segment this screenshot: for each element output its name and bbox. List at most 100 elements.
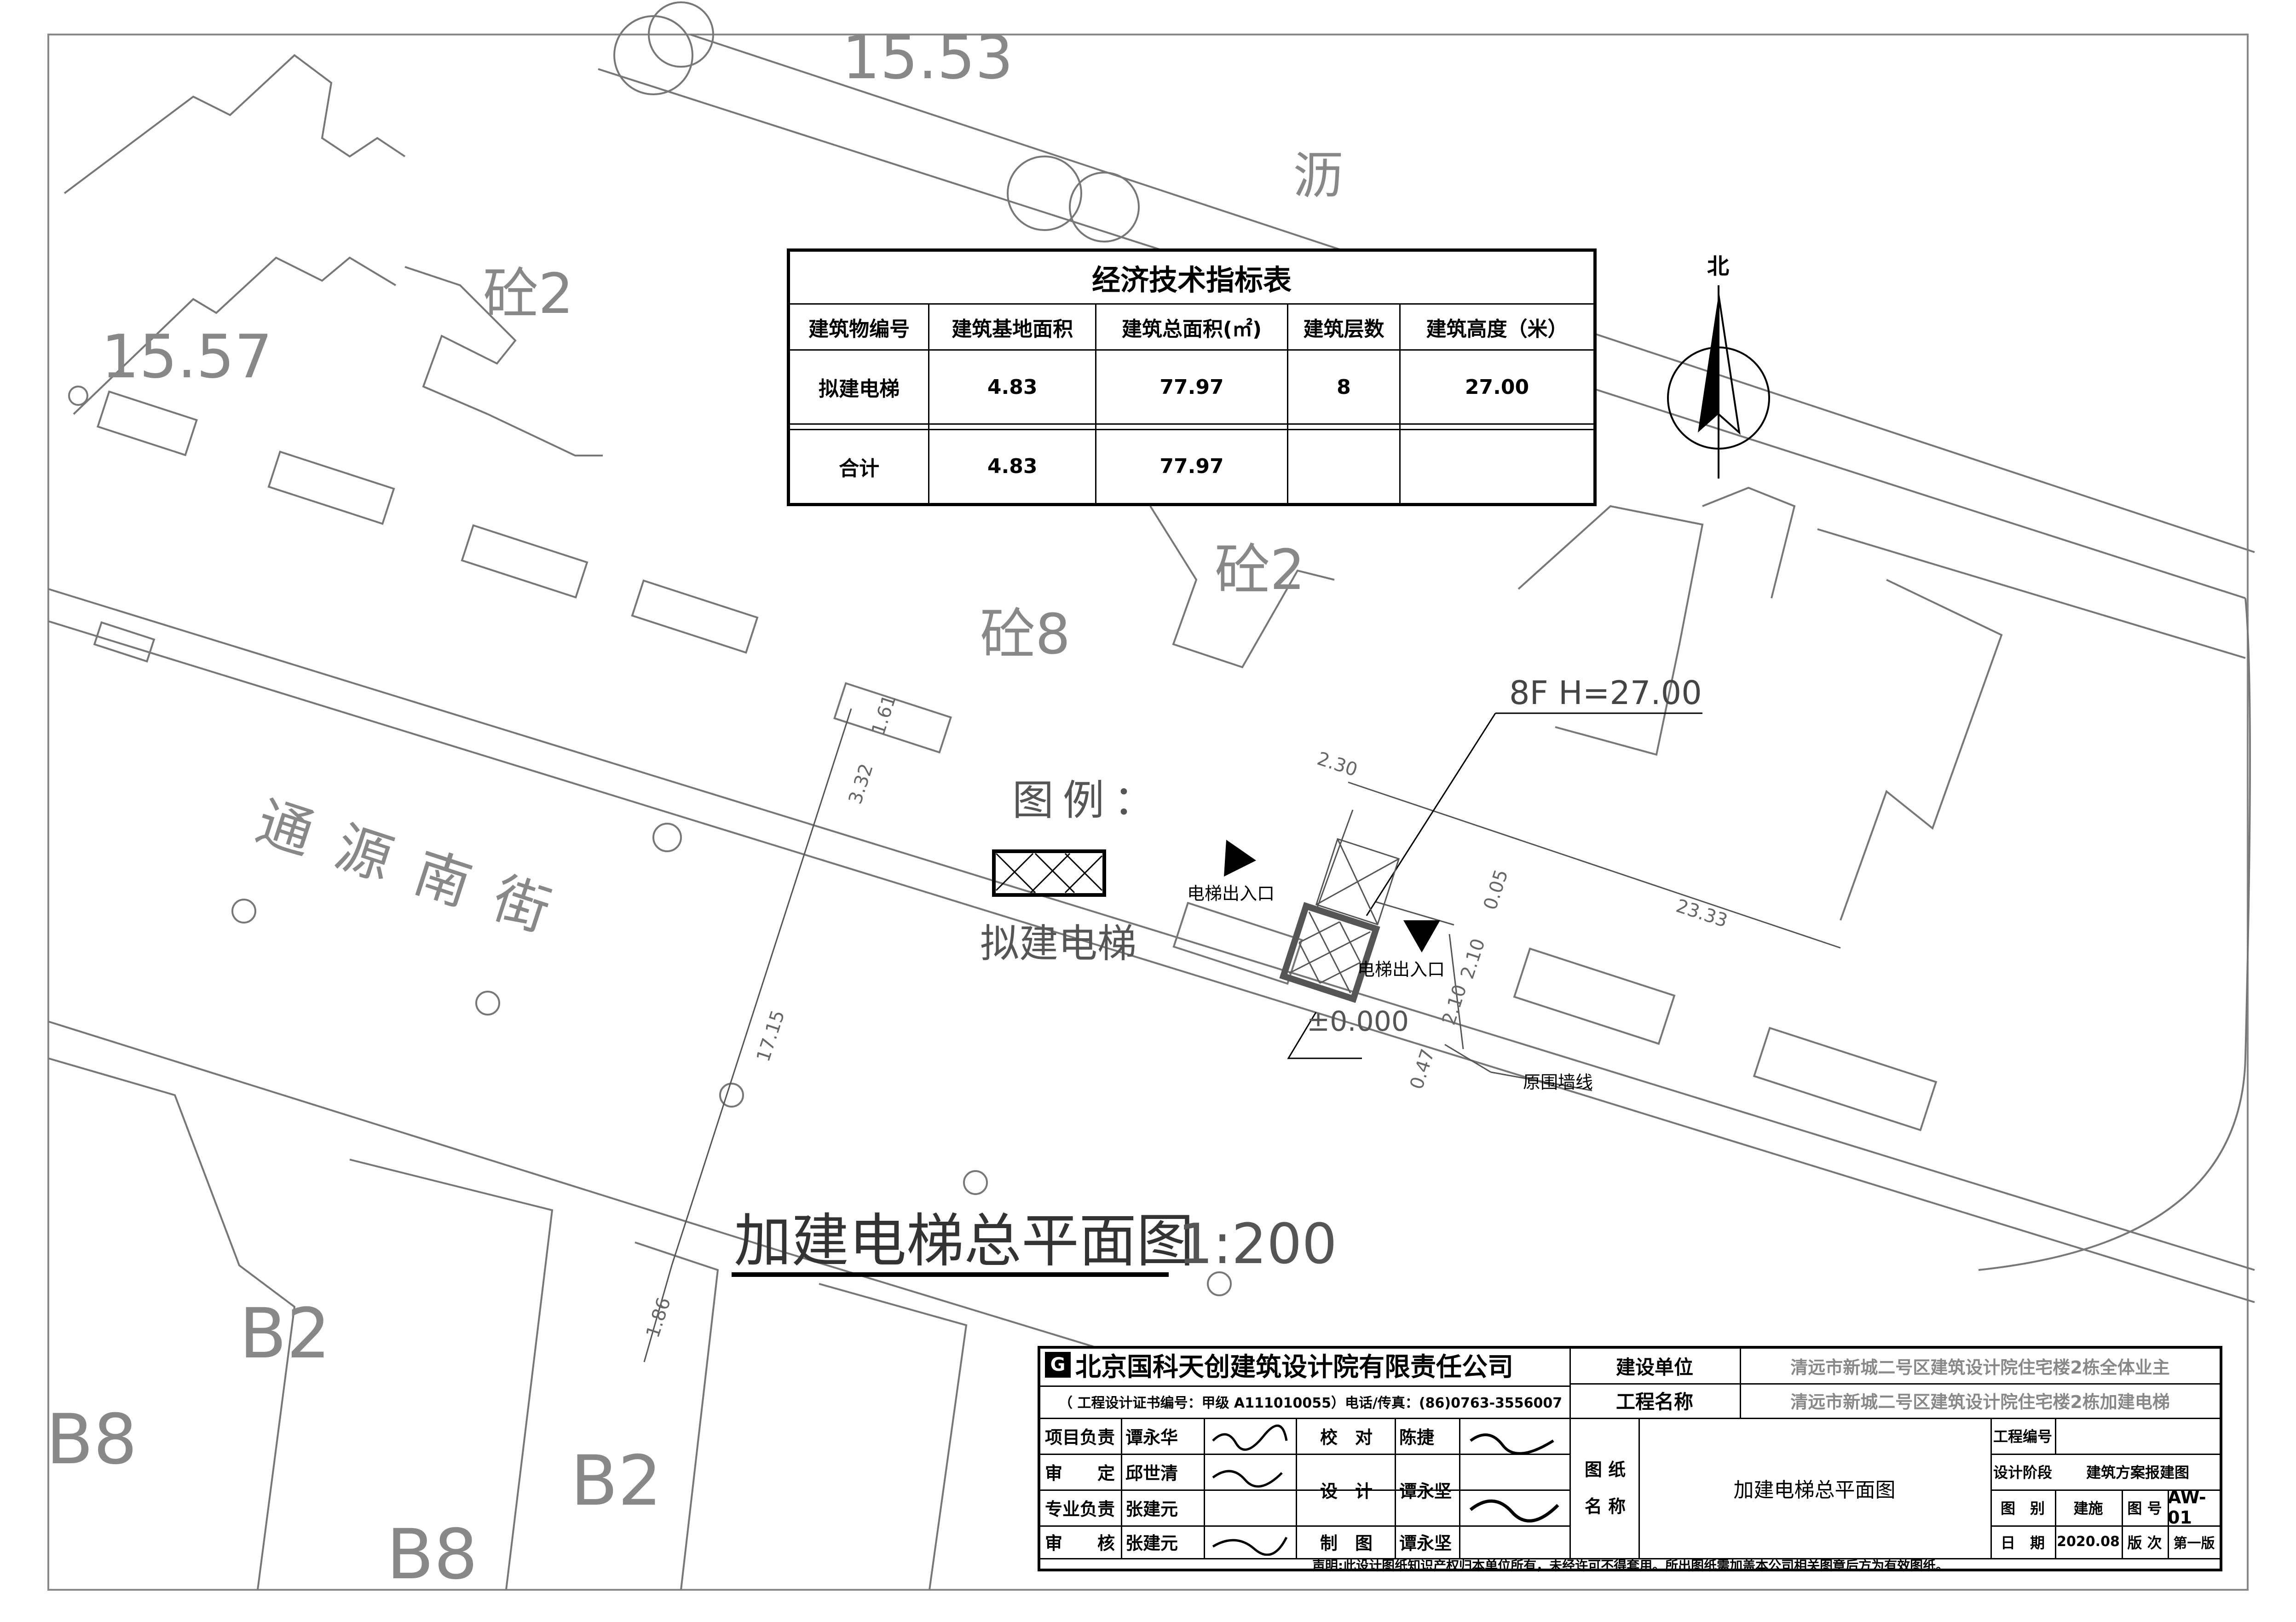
client-value: 清远市新城二号区建筑设计院住宅楼2栋全体业主 (1790, 1357, 2170, 1378)
legend-item-label: 拟建电梯 (980, 921, 1136, 967)
table-cell (928, 423, 1097, 430)
dimension-label: 0.05 (1480, 867, 1512, 912)
building-label: B2 (239, 1294, 330, 1374)
signature-marks (1469, 1433, 1559, 1523)
table-header: 建筑总面积(㎡) (1095, 303, 1288, 351)
table-cell (1095, 423, 1288, 430)
table-header: 建筑物编号 (788, 303, 930, 351)
table-row: 合计 4.83 77.97 (788, 428, 1595, 505)
building-label: 砼8 (980, 603, 1070, 667)
table-cell: 8 (1286, 349, 1401, 425)
role-name: 谭永坚 (1399, 1481, 1452, 1501)
table-cell (1286, 423, 1401, 430)
role-label: 审 核 (1045, 1533, 1115, 1553)
entrance-label: 电梯出入口 (1187, 883, 1275, 904)
table-cell: 77.97 (1095, 349, 1288, 425)
dimension-label: 2.10 (1457, 936, 1489, 981)
stage-label: 设计阶段 (1993, 1464, 2052, 1481)
proposed-elevator-footprint (1279, 838, 1400, 1003)
road-name-label: 沥 (1293, 146, 1344, 205)
entrance-marker-icon (1403, 920, 1440, 952)
dimension-label: 3.32 (845, 761, 877, 807)
client-label: 建设单位 (1615, 1356, 1693, 1379)
drawing-title: 加建电梯总平面图 (734, 1208, 1194, 1275)
dimension-label: 17.15 (753, 1008, 789, 1064)
dimension-lines (643, 708, 1841, 1362)
project-no-value (2055, 1418, 2221, 1454)
legend-title: 图例： (1012, 776, 1164, 825)
role-name: 谭永坚 (1399, 1533, 1452, 1553)
role-name: 邱世清 (1125, 1463, 1178, 1483)
role-name: 张建元 (1125, 1533, 1178, 1553)
table-cell (788, 423, 930, 430)
disclaimer: 声明:此设计图纸知识产权归本单位所有，未经许可不得套用。所出图纸需加盖本公司相关… (1312, 1558, 1949, 1573)
elevation-label: 15.53 (842, 23, 1013, 92)
entrance-marker-icon (1224, 840, 1256, 877)
street-name-label: 通源南街 (249, 789, 584, 952)
category-label: 图 别 (2000, 1500, 2045, 1517)
building-label: B8 (387, 1515, 478, 1595)
sheet-no-value: AW-01 (2168, 1487, 2206, 1528)
wall-line-label: 原围墙线 (1523, 1072, 1593, 1092)
dimension-label: 2.30 (1315, 748, 1360, 781)
elevation-zero-label: ±0.000 (1307, 1005, 1409, 1038)
table-header: 建筑层数 (1286, 303, 1401, 351)
table-cell: 4.83 (928, 349, 1097, 425)
drawing-name-label: 图 纸 名 称 (1584, 1459, 1626, 1517)
table-cell (1399, 423, 1595, 430)
role-label: 专业负责 (1045, 1499, 1115, 1519)
table-cell: 77.97 (1095, 428, 1288, 505)
table-cell: 拟建电梯 (788, 349, 930, 425)
drawing-scale: 1:200 (1178, 1212, 1337, 1276)
version-value: 第一版 (2173, 1535, 2215, 1552)
title-block: G 北京国科天创建筑设计院有限责任公司 （ 工程设计证书编号：甲级 A11101… (1038, 1346, 2222, 1573)
role-label: 设 计 (1320, 1481, 1373, 1501)
dimension-label: 2.10 (1438, 982, 1471, 1027)
company-name: 北京国科天创建筑设计院有限责任公司 (1075, 1352, 1513, 1382)
table-header: 建筑高度（米） (1399, 303, 1595, 351)
date-label: 日 期 (2000, 1534, 2045, 1552)
dimension-label: 1.86 (642, 1295, 675, 1340)
elevation-label: 15.57 (101, 322, 272, 392)
north-label: 北 (1707, 254, 1729, 279)
stage-value: 建筑方案报建图 (2086, 1464, 2189, 1481)
project-label: 工程名称 (1615, 1391, 1693, 1413)
dimension-label: 1.61 (868, 692, 900, 738)
role-label: 审 定 (1045, 1463, 1115, 1483)
signature-marks (1212, 1424, 1288, 1556)
building-label: B2 (571, 1441, 662, 1521)
role-name: 陈捷 (1399, 1427, 1435, 1448)
project-value: 清远市新城二号区建筑设计院住宅楼2栋加建电梯 (1790, 1392, 2170, 1412)
certificate-line: （ 工程设计证书编号：甲级 A111010055）电话/传真：(86)0763-… (1059, 1395, 1563, 1411)
role-label: 项目负责 (1045, 1427, 1115, 1448)
legend-swatch (992, 849, 1106, 897)
version-label: 版 次 (2127, 1534, 2162, 1552)
building-label: 砼2 (483, 262, 573, 326)
project-no-label: 工程编号 (1993, 1428, 2052, 1445)
sheet-no-label: 图 号 (2127, 1500, 2162, 1517)
indicator-table-title: 经济技术指标表 (789, 250, 1595, 305)
category-value: 建施 (2073, 1500, 2103, 1517)
elevator-height-label: 8F H=27.00 (1509, 674, 1702, 712)
role-name: 谭永华 (1125, 1427, 1178, 1448)
building-label: B8 (46, 1400, 137, 1480)
drawing-name-value: 加建电梯总平面图 (1733, 1478, 1896, 1502)
table-header: 建筑基地面积 (928, 303, 1097, 351)
table-cell (1286, 428, 1401, 505)
entrance-label: 电梯出入口 (1357, 959, 1445, 980)
role-label: 校 对 (1320, 1427, 1373, 1448)
table-row: 拟建电梯 4.83 77.97 8 27.00 (788, 349, 1595, 425)
role-label: 制 图 (1320, 1533, 1373, 1553)
company-logo-icon: G (1045, 1352, 1071, 1378)
date-value: 2020.08 (2057, 1534, 2120, 1550)
table-cell: 合计 (788, 428, 930, 505)
table-row (788, 423, 1595, 430)
dimension-label: 0.47 (1406, 1046, 1439, 1092)
table-cell: 27.00 (1399, 349, 1595, 425)
role-name: 张建元 (1125, 1499, 1178, 1519)
indicator-table: 经济技术指标表 建筑物编号 建筑基地面积 建筑总面积(㎡) 建筑层数 建筑高度（… (787, 248, 1597, 506)
table-cell: 4.83 (928, 428, 1097, 505)
building-label: 砼2 (1215, 538, 1305, 602)
table-cell (1399, 428, 1595, 505)
